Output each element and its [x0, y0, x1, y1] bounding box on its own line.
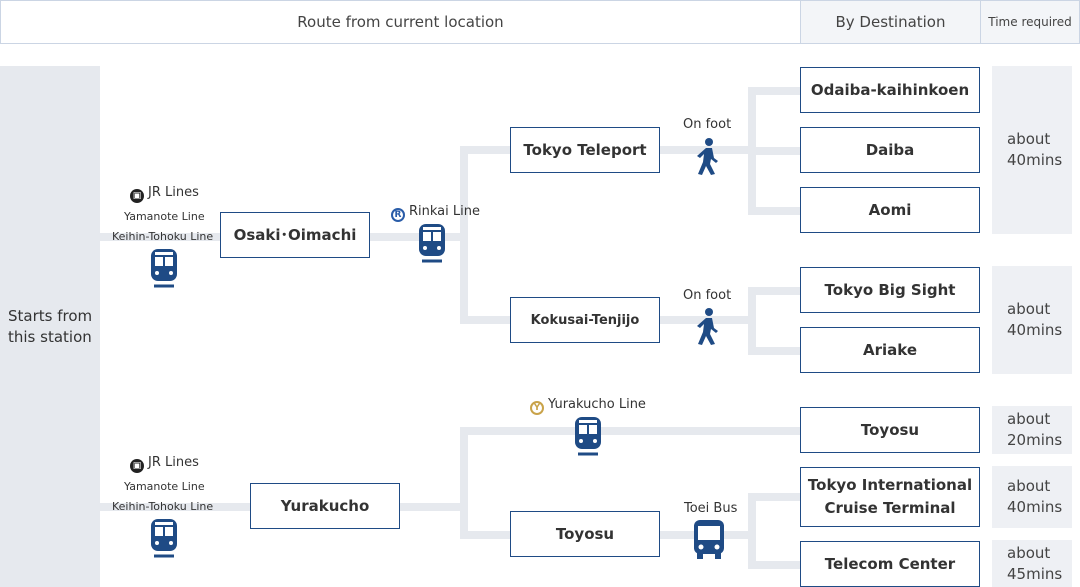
connector — [748, 493, 801, 501]
toei-bus-label: Toei Bus — [684, 501, 738, 516]
connector — [748, 493, 756, 569]
dest-ariake[interactable]: Ariake — [800, 327, 980, 373]
time-required: about 40mins — [992, 266, 1072, 374]
connector — [460, 427, 468, 539]
bus-icon — [694, 520, 724, 559]
connector — [399, 503, 464, 511]
jr-icon: ▣ — [130, 459, 144, 473]
header-route: Route from current location — [0, 0, 801, 44]
walking-icon — [697, 138, 718, 175]
line-name: Yamanote Line — [124, 210, 205, 223]
train-icon — [151, 249, 177, 288]
connector — [460, 316, 511, 324]
line-name: Keihin-Tohoku Line — [112, 500, 214, 513]
stop-toyosu[interactable]: Toyosu — [510, 511, 660, 557]
train-icon — [151, 519, 177, 558]
connector — [748, 287, 801, 295]
dest-tokyo-international-cruise-terminal[interactable]: Tokyo International Cruise Terminal — [800, 467, 980, 527]
header-destination: By Destination — [800, 0, 981, 44]
station-osaki-oimachi[interactable]: Osaki･Oimachi — [220, 212, 370, 258]
connector — [748, 287, 756, 355]
connector — [748, 347, 801, 355]
jr-icon: ▣ — [130, 189, 144, 203]
connector — [460, 427, 801, 435]
connector — [460, 531, 511, 539]
on-foot-label: On foot — [683, 288, 732, 303]
connector — [460, 146, 511, 154]
train-icon — [419, 224, 445, 263]
connector — [748, 147, 801, 155]
walking-icon — [697, 308, 718, 345]
jr-lines-label: ▣JR Lines — [130, 185, 199, 203]
dest-tokyo-big-sight[interactable]: Tokyo Big Sight — [800, 267, 980, 313]
dest-toyosu[interactable]: Toyosu — [800, 407, 980, 453]
time-required: about 40mins — [992, 66, 1072, 234]
line-name: Keihin-Tohoku Line — [112, 230, 214, 243]
time-required: about 45mins — [992, 540, 1072, 587]
connector — [100, 503, 251, 511]
start-column: Starts from this station — [0, 66, 100, 587]
yurakucho-icon: Y — [530, 401, 544, 415]
connector — [748, 561, 801, 569]
connector — [100, 233, 220, 241]
dest-daiba[interactable]: Daiba — [800, 127, 980, 173]
connector — [369, 233, 464, 241]
dest-aomi[interactable]: Aomi — [800, 187, 980, 233]
line-name: Yamanote Line — [124, 480, 205, 493]
header-time: Time required — [980, 0, 1080, 44]
time-required: about 40mins — [992, 466, 1072, 528]
start-label: Starts from this station — [8, 306, 93, 346]
dest-odaiba-kaihinkoen[interactable]: Odaiba-kaihinkoen — [800, 67, 980, 113]
stop-tokyo-teleport[interactable]: Tokyo Teleport — [510, 127, 660, 173]
stop-kokusai-tenjijo[interactable]: Kokusai-Tenjijo — [510, 297, 660, 343]
train-icon — [575, 417, 601, 456]
jr-lines-label: ▣JR Lines — [130, 455, 199, 473]
time-required: about 20mins — [992, 406, 1072, 454]
connector — [748, 87, 801, 95]
on-foot-label: On foot — [683, 117, 732, 132]
connector — [460, 146, 468, 324]
connector — [748, 207, 801, 215]
station-yurakucho[interactable]: Yurakucho — [250, 483, 400, 529]
rinkai-icon: R — [391, 208, 405, 222]
dest-telecom-center[interactable]: Telecom Center — [800, 541, 980, 587]
